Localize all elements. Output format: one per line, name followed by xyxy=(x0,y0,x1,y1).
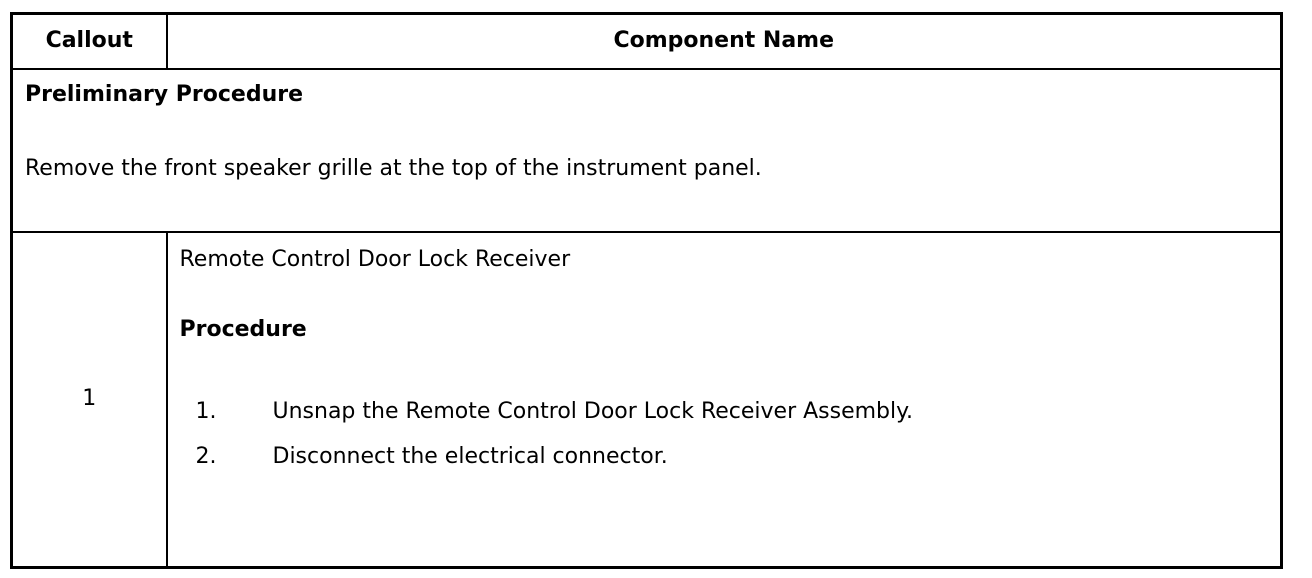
step-2-text: Disconnect the electrical connector. xyxy=(272,443,668,469)
procedure-heading: Procedure xyxy=(179,316,307,342)
table-header-row: Callout Component Name xyxy=(10,12,1283,70)
step-1-text: Unsnap the Remote Control Door Lock Rece… xyxy=(272,398,914,424)
preliminary-procedure-heading: Preliminary Procedure xyxy=(25,81,304,107)
component-row: 1 Remote Control Door Lock Receiver Proc… xyxy=(10,230,1283,569)
callout-number-cell: 1 xyxy=(10,230,168,569)
step-2-number: 2. xyxy=(195,443,217,469)
preliminary-procedure-cell: Preliminary Procedure Remove the front s… xyxy=(10,67,1283,233)
procedure-step-2: 2. Disconnect the electrical connector. xyxy=(196,444,1267,470)
component-callout-table: Callout Component Name Preliminary Proce… xyxy=(10,12,1283,569)
component-name-column-header: Component Name xyxy=(165,12,1283,70)
preliminary-procedure-text: Remove the front speaker grille at the t… xyxy=(25,155,762,181)
procedure-step-1: 1. Unsnap the Remote Control Door Lock R… xyxy=(196,399,1267,425)
step-1-number: 1. xyxy=(195,398,217,424)
callout-column-header: Callout xyxy=(10,12,168,70)
procedure-step-list: 1. Unsnap the Remote Control Door Lock R… xyxy=(180,399,1267,470)
preliminary-procedure-row: Preliminary Procedure Remove the front s… xyxy=(10,67,1283,233)
component-detail-cell: Remote Control Door Lock Receiver Proced… xyxy=(165,230,1283,569)
component-name-text: Remote Control Door Lock Receiver xyxy=(179,246,571,272)
